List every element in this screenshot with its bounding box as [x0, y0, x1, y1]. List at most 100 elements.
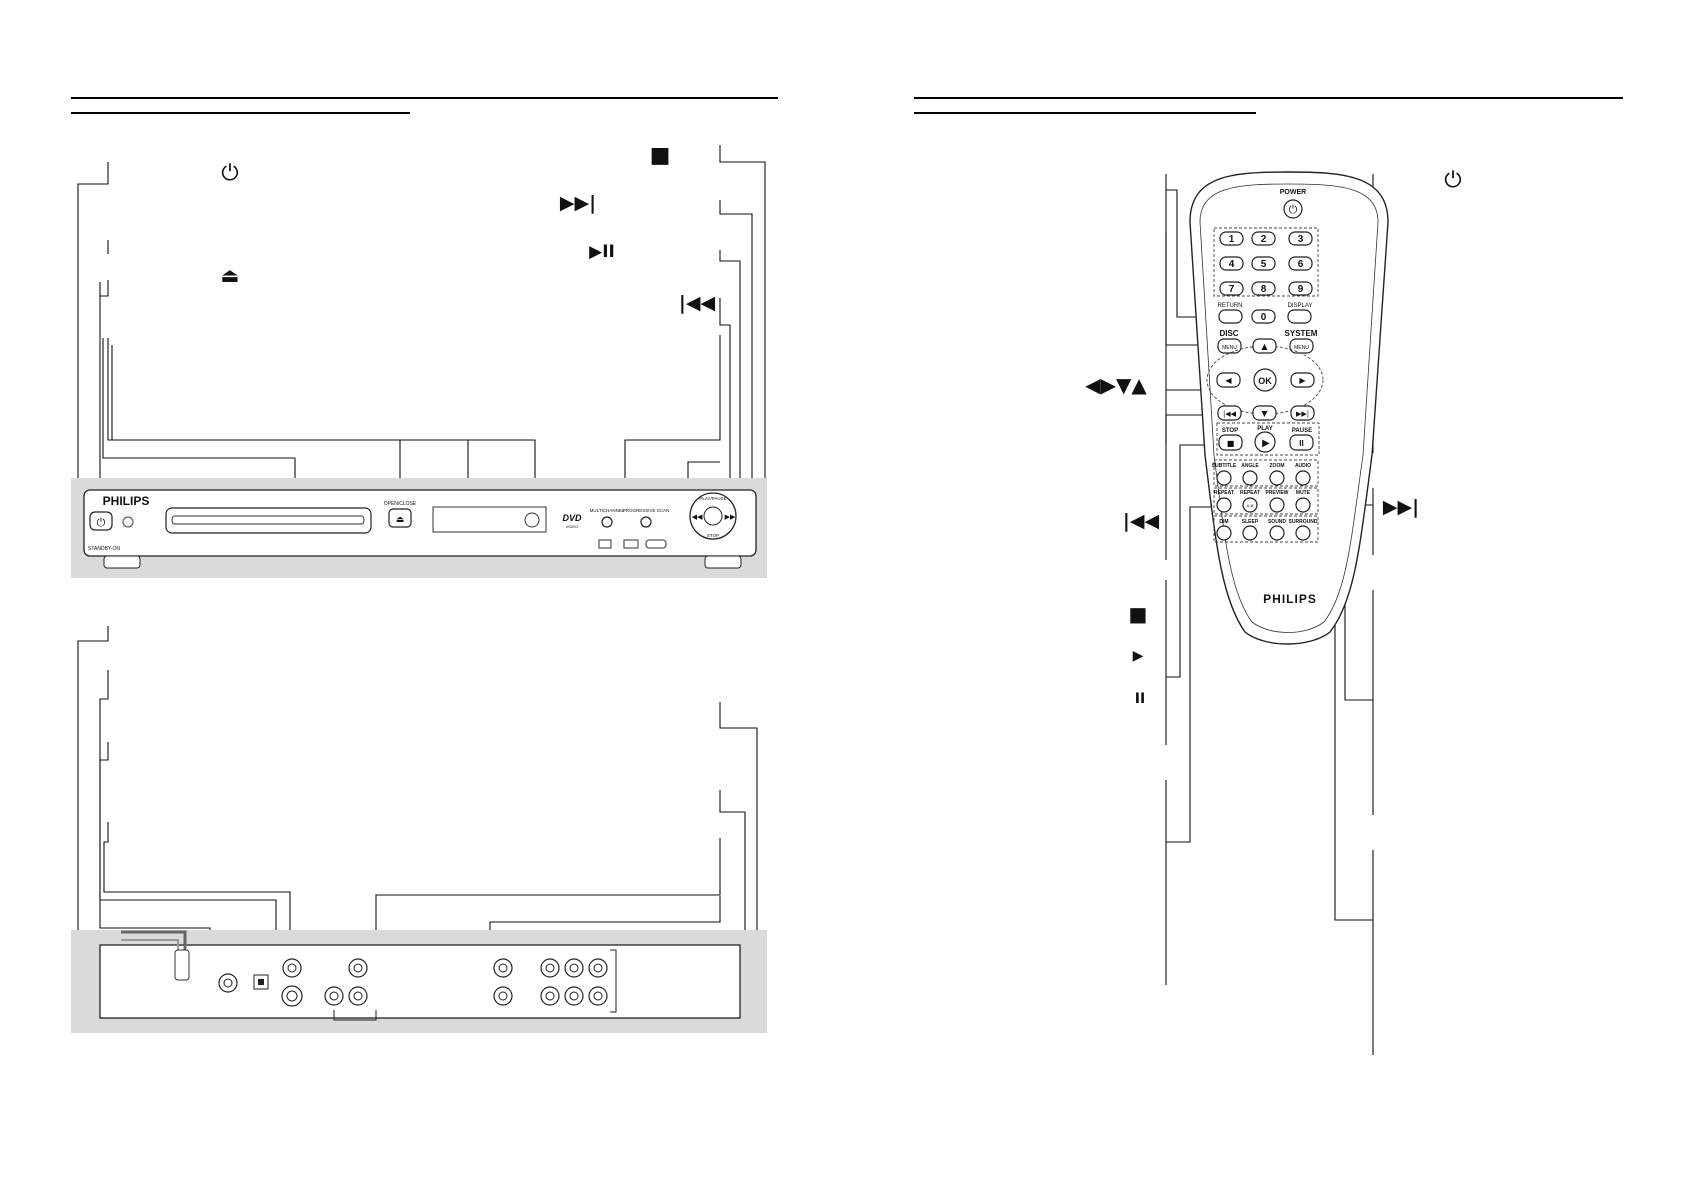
front-panel-device: PHILIPS ⏻ STANDBY-ON OPEN/CLOSE ⏏ DVD VI…: [83, 489, 757, 569]
right-button[interactable]: [1290, 372, 1315, 388]
sound-label: SOUND: [1268, 519, 1286, 525]
ok-label: OK: [1258, 376, 1272, 386]
next-button-icon: ▶▶|: [1296, 410, 1309, 418]
eject-button-icon: ⏏: [396, 515, 405, 525]
angle-button[interactable]: [1242, 470, 1258, 486]
next-button[interactable]: [1290, 405, 1315, 421]
rear-panel-device: [99, 930, 741, 1021]
display-button[interactable]: [1287, 309, 1312, 324]
standby-icon: ⏻: [97, 516, 106, 529]
digit-6-button[interactable]: [1288, 256, 1313, 271]
sleep-button[interactable]: [1242, 525, 1258, 541]
eject-icon: ⏏: [221, 263, 240, 287]
disc-menu-button[interactable]: [1217, 338, 1242, 354]
digit-9-button[interactable]: [1288, 281, 1313, 296]
pause-button[interactable]: [1289, 434, 1314, 451]
digit-4-button[interactable]: [1219, 256, 1244, 271]
function-row-1: SUBTITLE ANGLE ZOOM AUDIO: [1212, 463, 1311, 486]
up-button[interactable]: [1252, 338, 1277, 354]
stop-button[interactable]: [1218, 434, 1243, 451]
multichannel-label: MULTICHANNEL: [590, 508, 625, 513]
dim-button[interactable]: [1216, 525, 1232, 541]
audio-label: AUDIO: [1295, 463, 1311, 469]
standby-button[interactable]: [89, 511, 113, 531]
subtitle-button[interactable]: [1216, 470, 1232, 486]
function-row-3: DIM SLEEP SOUND SURROUND: [1216, 519, 1318, 541]
multichannel-button[interactable]: [601, 516, 613, 528]
remote-stop-symbol: ■: [1129, 602, 1148, 626]
digit-9-label: 9: [1298, 284, 1304, 295]
sound-button[interactable]: [1269, 525, 1285, 541]
zoom-button[interactable]: [1269, 470, 1285, 486]
digit-3-button[interactable]: [1288, 231, 1313, 246]
down-button[interactable]: [1252, 405, 1277, 421]
preview-button[interactable]: [1269, 497, 1285, 513]
return-button[interactable]: [1218, 309, 1243, 324]
dvd-logo-sub: VIDEO: [566, 524, 578, 529]
digit-1-button[interactable]: [1219, 231, 1244, 246]
nav-play-pause-label: PLAY/PAUSE: [699, 496, 726, 501]
play-button-icon: ▶: [1262, 438, 1270, 449]
right-page: ⏻ ◀▶▼▲ |◀◀ ▶▶| ■ ▶ II: [914, 97, 1623, 1055]
remote-prev-symbol: |◀◀: [1123, 510, 1160, 532]
remote-brand-logo: PHILIPS: [1263, 592, 1317, 606]
play-button[interactable]: [1254, 431, 1276, 453]
prev-button-icon: |◀◀: [1223, 410, 1237, 418]
remote-control: POWER ⏻ 1 2 3 4 5 6 7 8: [1189, 171, 1389, 645]
eject-button[interactable]: [388, 508, 412, 528]
digit-0-button[interactable]: [1251, 309, 1276, 324]
digit-0-label: 0: [1261, 312, 1267, 323]
power-button[interactable]: [1283, 199, 1303, 219]
logo-badge-1: [598, 539, 612, 549]
surround-label: SURROUND: [1289, 519, 1318, 525]
ok-button[interactable]: [1253, 368, 1277, 392]
remote-next-symbol: ▶▶|: [1383, 496, 1419, 518]
repeat-label: REPEAT: [1214, 490, 1234, 496]
repeat-ab-button[interactable]: [1242, 497, 1258, 513]
mute-button[interactable]: [1295, 497, 1311, 513]
return-label: RETURN: [1218, 303, 1243, 309]
prev-button[interactable]: [1217, 405, 1242, 421]
front-brand-logo: PHILIPS: [103, 494, 150, 508]
audio-button[interactable]: [1295, 470, 1311, 486]
navigation-center[interactable]: [703, 506, 723, 526]
stop-icon: ■: [650, 143, 671, 168]
logo-badge-2: [623, 539, 639, 549]
system-menu-button[interactable]: [1289, 338, 1314, 354]
multichannel-jacks: [540, 949, 617, 1013]
remote-play-symbol: ▶: [1133, 648, 1144, 664]
left-button[interactable]: [1216, 372, 1241, 388]
digit-5-button[interactable]: [1251, 256, 1276, 271]
pause-label: PAUSE: [1292, 428, 1312, 434]
disc-label: DISC: [1219, 329, 1238, 338]
open-close-label: OPEN/CLOSE: [384, 501, 417, 507]
stop-label: STOP: [1222, 428, 1238, 434]
digit-7-label: 7: [1229, 284, 1235, 295]
digit-4-label: 4: [1229, 259, 1235, 270]
function-row-2: REPEAT REPEAT A-B PREVIEW MUTE: [1214, 490, 1311, 513]
number-pad-frame: [1213, 227, 1319, 297]
progressive-label: PROGRESSIVE SCAN: [623, 508, 670, 513]
up-icon: ▲: [1261, 342, 1268, 351]
digit-8-button[interactable]: [1251, 281, 1276, 296]
arrows-symbol: ◀▶▼▲: [1085, 373, 1147, 397]
power-cord-socket: [174, 949, 190, 981]
progressive-scan-button[interactable]: [640, 516, 652, 528]
zoom-label: ZOOM: [1270, 463, 1285, 469]
digit-2-button[interactable]: [1251, 231, 1276, 246]
digit-3-label: 3: [1298, 234, 1304, 245]
nav-next-icon: ▶▶: [725, 513, 736, 521]
repeat-button[interactable]: [1216, 497, 1232, 513]
surround-button[interactable]: [1295, 525, 1311, 541]
digit-5-label: 5: [1261, 259, 1267, 270]
dvd-logo: DVD: [562, 513, 582, 523]
stop-button-icon: ■: [1227, 439, 1235, 448]
system-label: SYSTEM: [1285, 329, 1318, 338]
preview-label: PREVIEW: [1265, 490, 1288, 496]
digit-7-button[interactable]: [1219, 281, 1244, 296]
disc-menu-label: MENU: [1222, 345, 1237, 351]
digit-6-label: 6: [1298, 259, 1304, 270]
ir-sensor: [524, 512, 540, 528]
left-page: ⏻ ⏏ ■ ▶▶| ▶II |◀◀: [71, 97, 778, 1033]
